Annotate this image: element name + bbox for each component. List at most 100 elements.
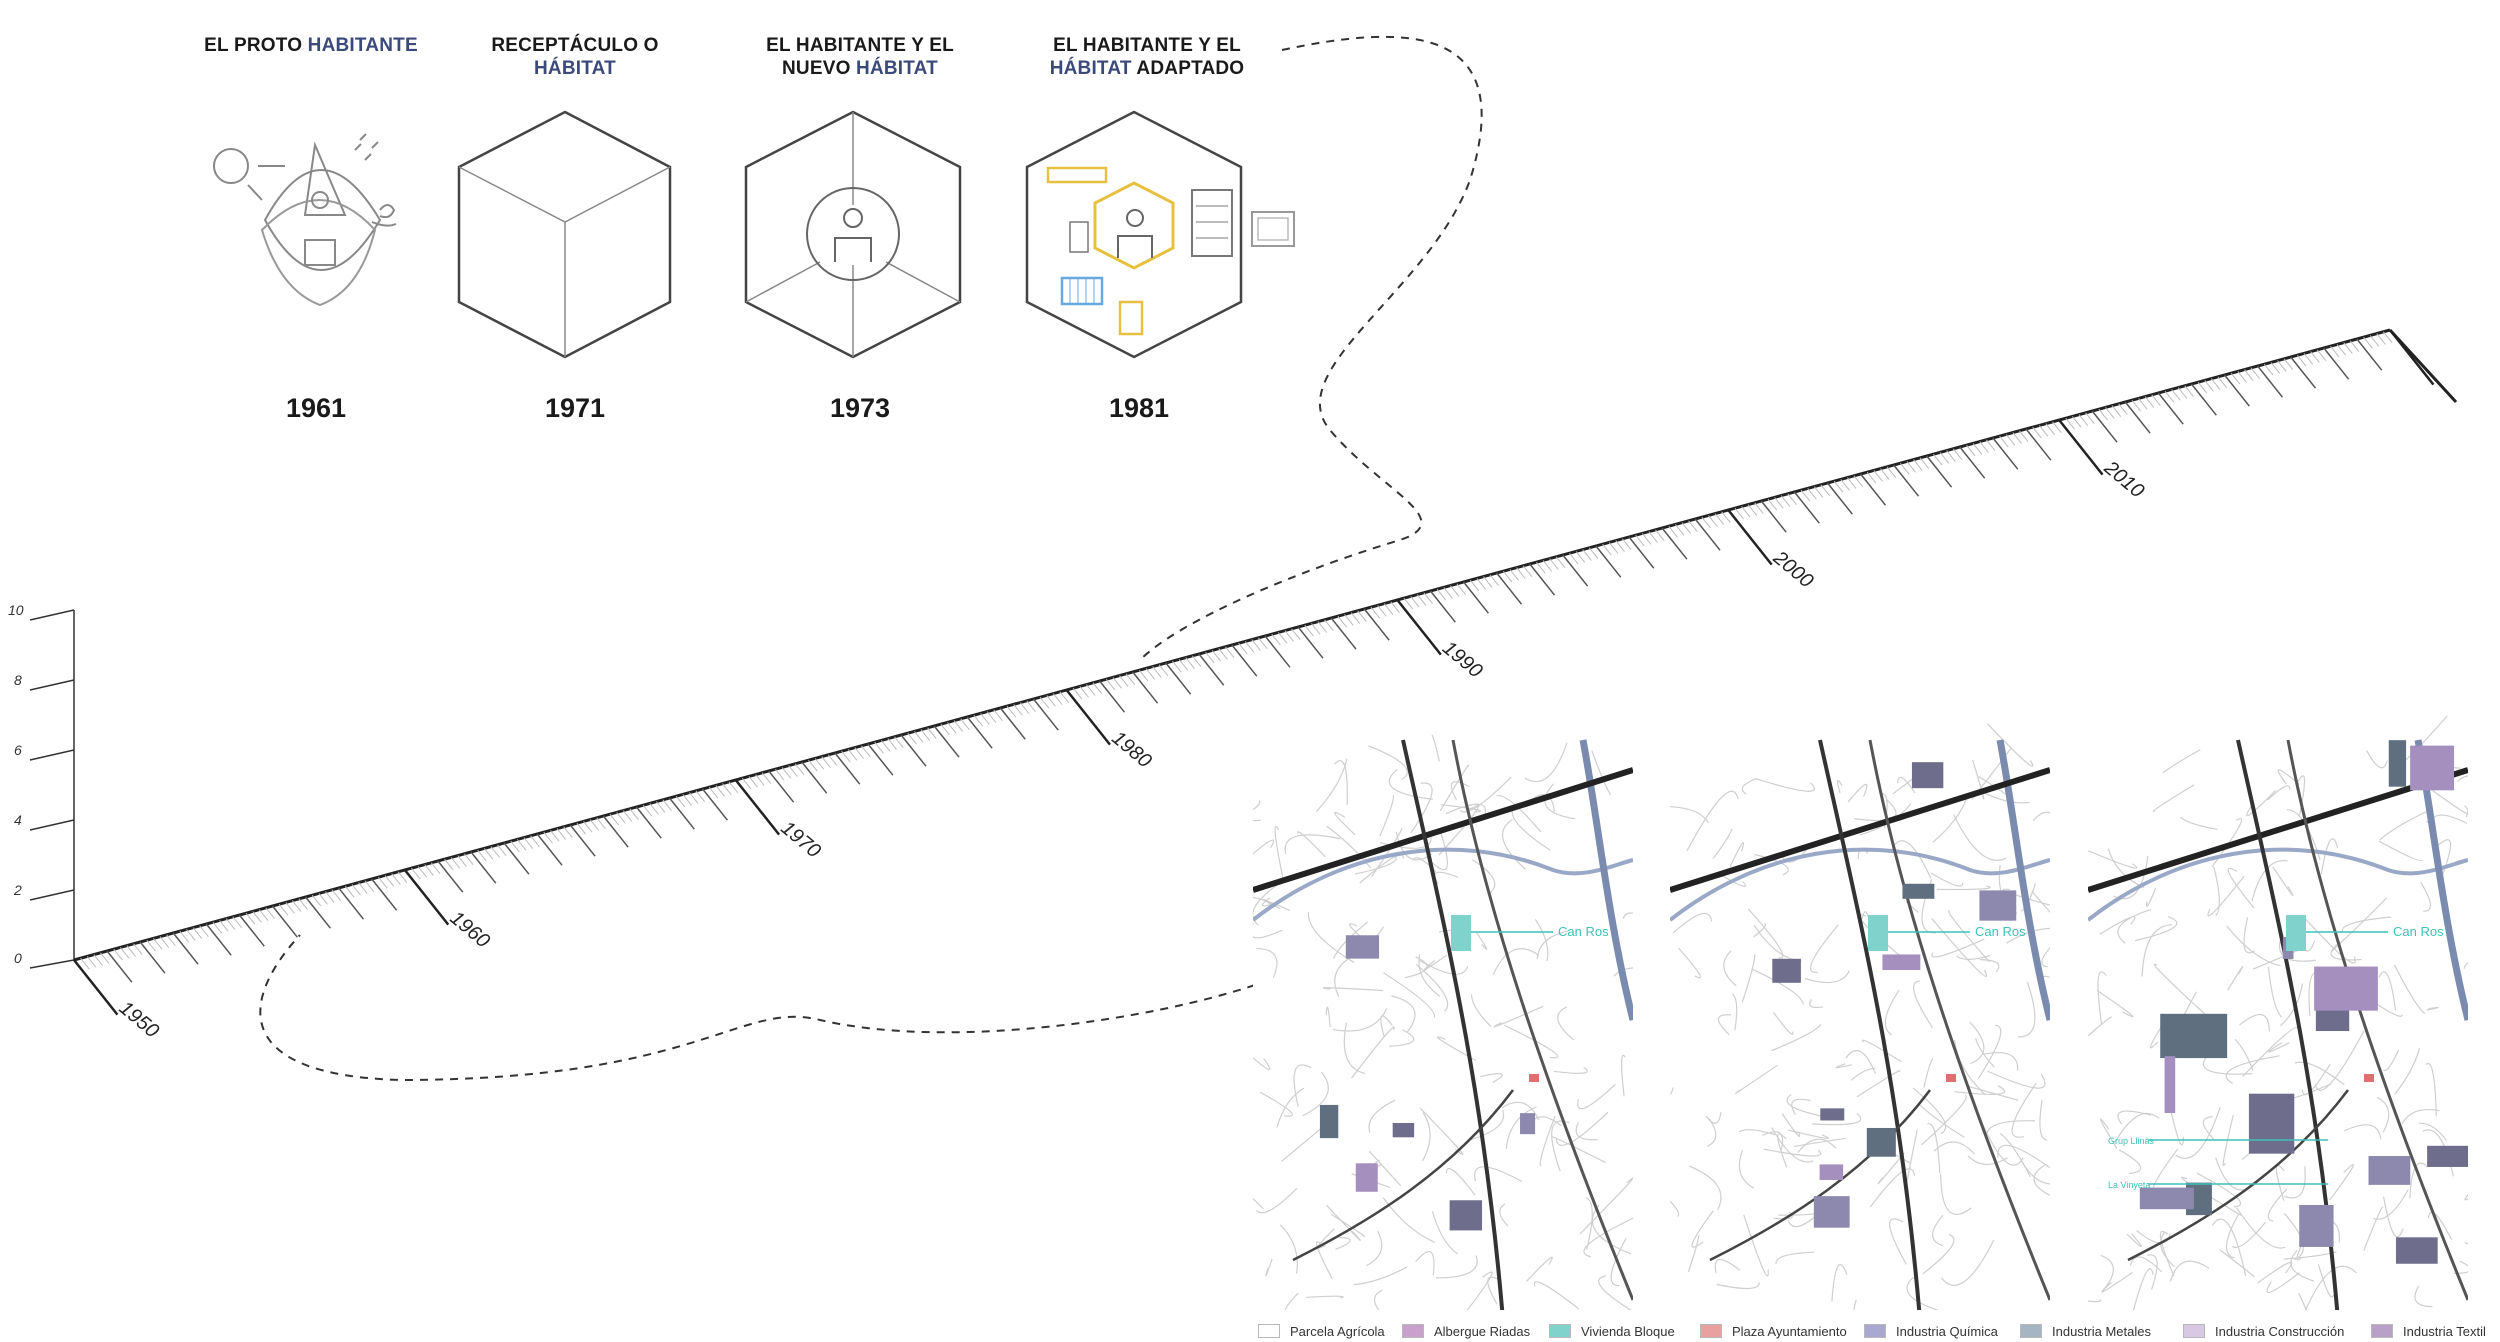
industrial-block: [1866, 1127, 1896, 1157]
main-road: [1451, 739, 1633, 1301]
street: [1368, 1099, 1396, 1133]
industrial-block: [1772, 958, 1801, 983]
year-tick: [1708, 515, 1718, 527]
industrial-block: [1392, 1122, 1415, 1138]
street: [2160, 1231, 2175, 1268]
year-tick: [1291, 628, 1301, 641]
street: [1551, 1135, 1606, 1164]
year-tick: [2316, 349, 2327, 362]
street: [1431, 828, 1448, 871]
year-tick: [1304, 624, 1314, 637]
street: [1913, 980, 1934, 1029]
stage-year-1971: 1971: [544, 393, 606, 423]
plaza-ayuntamiento: [2364, 1074, 2374, 1082]
street: [2320, 838, 2339, 875]
street: [1380, 1015, 1393, 1038]
street: [1383, 972, 1436, 1018]
street: [1940, 1173, 1972, 1215]
street: [1480, 1073, 1504, 1083]
street: [1326, 825, 1372, 869]
year-tick: [2071, 416, 2082, 428]
year-tick: [245, 912, 256, 925]
year-tick: [801, 761, 828, 794]
street: [1794, 1137, 1846, 1148]
year-tick: [1787, 493, 1797, 506]
street: [1786, 1094, 1825, 1118]
year-tick: [1277, 632, 1288, 644]
place-label: Can Ros: [1558, 924, 1609, 939]
year-tick: [2237, 371, 2247, 383]
decade-tick: [1396, 599, 1442, 656]
year-tick: [2164, 390, 2175, 403]
year-tick: [947, 722, 957, 734]
year-tick: [993, 709, 1003, 722]
year-tick: [278, 903, 289, 916]
legend-swatch: [1549, 1324, 1571, 1338]
year-tick: [1138, 669, 1149, 682]
year-tick: [1185, 657, 1195, 669]
year-tick: [2382, 331, 2393, 344]
street: [1889, 1218, 1907, 1265]
street: [1741, 777, 1758, 795]
year-tick: [761, 772, 772, 785]
year-tick: [980, 713, 990, 725]
industrial-block: [1319, 1104, 1339, 1139]
year-tick: [1032, 698, 1059, 731]
main-road: [2088, 767, 2468, 893]
year-tick: [1793, 491, 1820, 524]
street: [2126, 1233, 2142, 1248]
street: [1773, 1211, 1793, 1220]
street: [1981, 1051, 2019, 1071]
year-tick: [1985, 439, 1996, 452]
year-tick: [238, 914, 265, 947]
legend-label: Albergue Riadas: [1434, 1323, 1531, 1339]
street: [1575, 1122, 1598, 1141]
year-tick: [814, 758, 825, 770]
river-coast: [1996, 739, 2050, 1021]
street: [2290, 1249, 2314, 1282]
street: [1884, 989, 1900, 1036]
year-tick: [490, 846, 500, 858]
street: [2039, 1099, 2048, 1141]
street: [1707, 1118, 1717, 1147]
year-tick: [2343, 342, 2353, 354]
street: [2394, 1048, 2421, 1095]
year-tick: [1489, 574, 1500, 587]
year-tick: [1575, 551, 1586, 563]
legend-item: Albergue Riadas: [1402, 1322, 1530, 1340]
year-tick: [2171, 389, 2181, 401]
street: [2317, 1264, 2334, 1298]
year-tick: [106, 950, 133, 983]
street: [1326, 1204, 1361, 1241]
street: [1253, 819, 1261, 822]
street: [2213, 866, 2220, 916]
street: [1555, 1111, 1609, 1146]
industrial-block: [1820, 1108, 1845, 1121]
year-tick: [741, 777, 752, 790]
year-tick: [1496, 572, 1523, 605]
street: [1670, 806, 1709, 824]
year-tick: [596, 817, 606, 830]
street: [2175, 1107, 2221, 1159]
street: [1672, 912, 1713, 934]
year-tick: [1244, 641, 1255, 653]
street: [1450, 781, 1470, 801]
year-tick: [2296, 354, 2307, 367]
year-tick: [788, 765, 798, 777]
year-tick: [1390, 601, 1400, 614]
year-tick: [258, 909, 269, 921]
street: [1284, 834, 1341, 855]
year-tick: [775, 768, 785, 781]
main-road: [1401, 739, 1505, 1310]
street: [1933, 1141, 1975, 1155]
street: [2414, 1285, 2433, 1308]
street: [1253, 922, 1283, 939]
street: [2284, 1166, 2306, 1199]
street: [1331, 1213, 1365, 1237]
street: [1831, 1264, 1848, 1302]
street: [1419, 1107, 1464, 1155]
year-tick: [1284, 630, 1295, 642]
legend-label: Industria Textil: [2403, 1323, 2486, 1339]
street: [2100, 1254, 2114, 1291]
street: [1274, 825, 1284, 880]
